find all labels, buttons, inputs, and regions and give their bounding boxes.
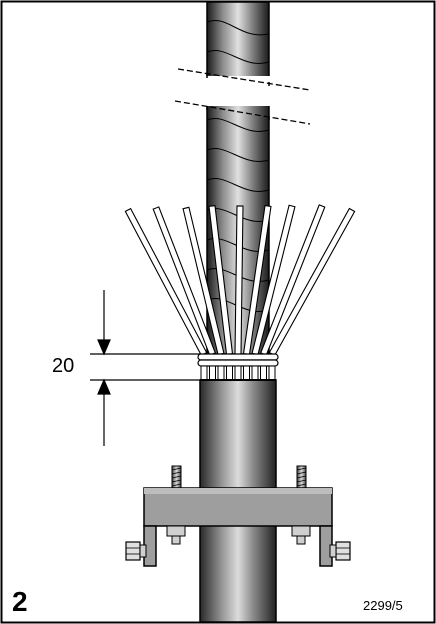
wire-stubs xyxy=(200,365,276,381)
dimension-marker xyxy=(90,290,200,446)
step-number: 2 xyxy=(12,586,28,617)
wire-stub xyxy=(268,365,276,381)
wire-stub xyxy=(234,365,242,381)
clamp-bracket xyxy=(125,465,351,567)
binding-wire xyxy=(197,353,279,367)
shield-wire xyxy=(182,206,225,356)
side-screw-left xyxy=(125,541,147,561)
wire-stub xyxy=(226,365,233,381)
wire-stub xyxy=(251,365,259,381)
break-marks xyxy=(174,68,311,125)
wire-stub xyxy=(200,365,208,381)
wire-stub xyxy=(260,365,267,381)
shield-wires xyxy=(124,204,356,357)
dimension-label: 20 xyxy=(52,355,75,377)
shield-wire xyxy=(234,205,244,355)
wire-stub xyxy=(209,365,216,381)
shield-wire xyxy=(124,207,208,357)
reference-code: 2299/5 xyxy=(363,598,403,613)
side-screw-right xyxy=(329,541,351,561)
wire-stub xyxy=(217,365,225,381)
shield-wire xyxy=(152,206,217,356)
wire-stub xyxy=(243,365,250,381)
